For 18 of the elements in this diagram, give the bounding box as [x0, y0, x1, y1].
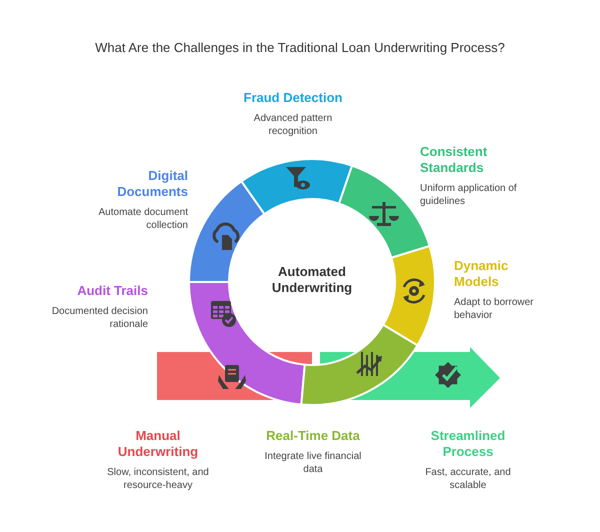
- title: What Are the Challenges in the Traditional Loan Underwriting Process?: [94, 40, 506, 55]
- step-description: Integrate live financial data: [264, 450, 362, 476]
- step-description: Fast, accurate, and scalable: [424, 466, 512, 492]
- step-description: Uniform application of guidelines: [420, 182, 518, 208]
- step-heading: Dynamic Models: [454, 258, 510, 290]
- step-description: Slow, inconsistent, and resource-heavy: [106, 466, 210, 492]
- step-description: Advanced pattern recognition: [252, 112, 334, 138]
- step-heading: Streamlined Process: [430, 428, 506, 460]
- step-description: Automate document collection: [98, 206, 188, 232]
- step-heading: Digital Documents: [116, 168, 188, 200]
- step-heading: Consistent Standards: [420, 144, 488, 176]
- step-description: Adapt to borrower behavior: [454, 296, 534, 322]
- step-heading: Real-Time Data: [265, 428, 361, 444]
- step-heading: Fraud Detection: [242, 90, 344, 106]
- step-heading: Manual Underwriting: [116, 428, 200, 460]
- step-heading: Audit Trails: [76, 283, 148, 299]
- step-description: Documented decision rationale: [50, 305, 148, 331]
- center-label: Automated Underwriting: [270, 264, 354, 296]
